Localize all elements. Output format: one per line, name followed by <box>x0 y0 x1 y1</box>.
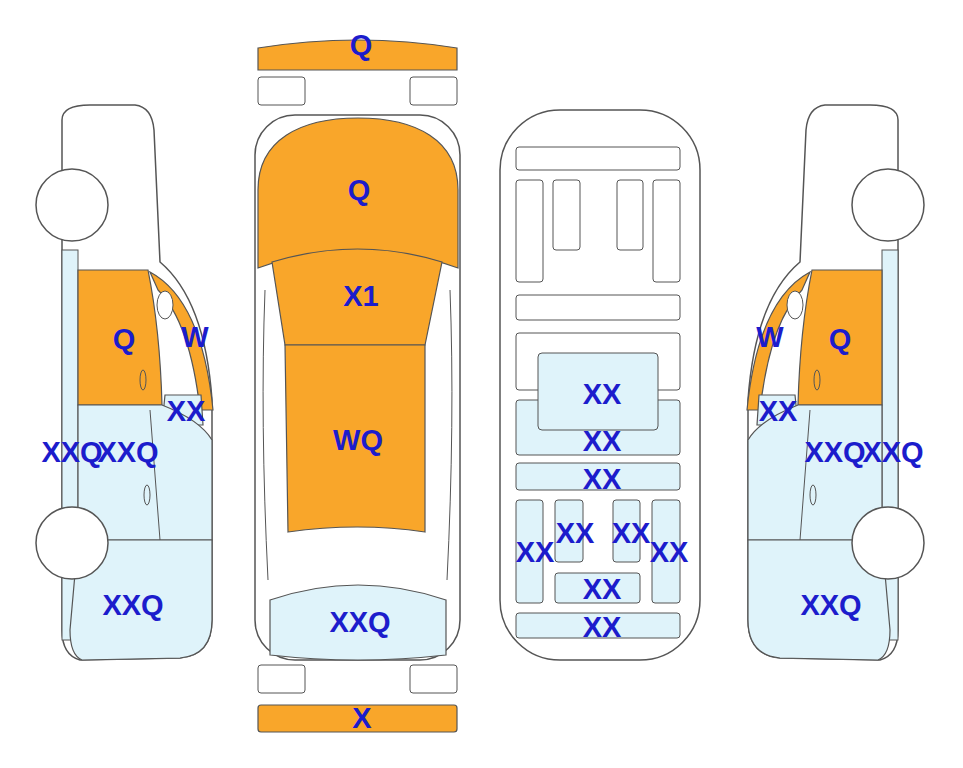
damage-code: XX <box>583 613 622 642</box>
damage-code: XXQ <box>41 438 102 467</box>
damage-code: XX <box>583 427 622 456</box>
damage-code: Q <box>113 325 136 354</box>
damage-code: XXQ <box>97 438 158 467</box>
damage-code: WQ <box>333 426 383 455</box>
damage-code: Q <box>350 31 373 60</box>
damage-code: XXQ <box>102 591 163 620</box>
damage-code: X1 <box>343 282 378 311</box>
damage-code: XXQ <box>862 438 923 467</box>
damage-code: XX <box>650 538 689 567</box>
damage-code: Q <box>348 176 371 205</box>
damage-code: W <box>756 323 783 352</box>
damage-code: XX <box>583 575 622 604</box>
damage-code: XX <box>759 397 798 426</box>
damage-code: XX <box>583 380 622 409</box>
damage-code: XX <box>556 519 595 548</box>
damage-code: X <box>352 704 371 733</box>
damage-code: XX <box>167 397 206 426</box>
damage-code: W <box>181 323 208 352</box>
damage-code: XXQ <box>329 608 390 637</box>
damage-code: XX <box>516 538 555 567</box>
damage-code: XXQ <box>804 438 865 467</box>
damage-code: Q <box>829 325 852 354</box>
damage-code: XXQ <box>800 591 861 620</box>
damage-code: XX <box>583 465 622 494</box>
damage-code: XX <box>612 519 651 548</box>
